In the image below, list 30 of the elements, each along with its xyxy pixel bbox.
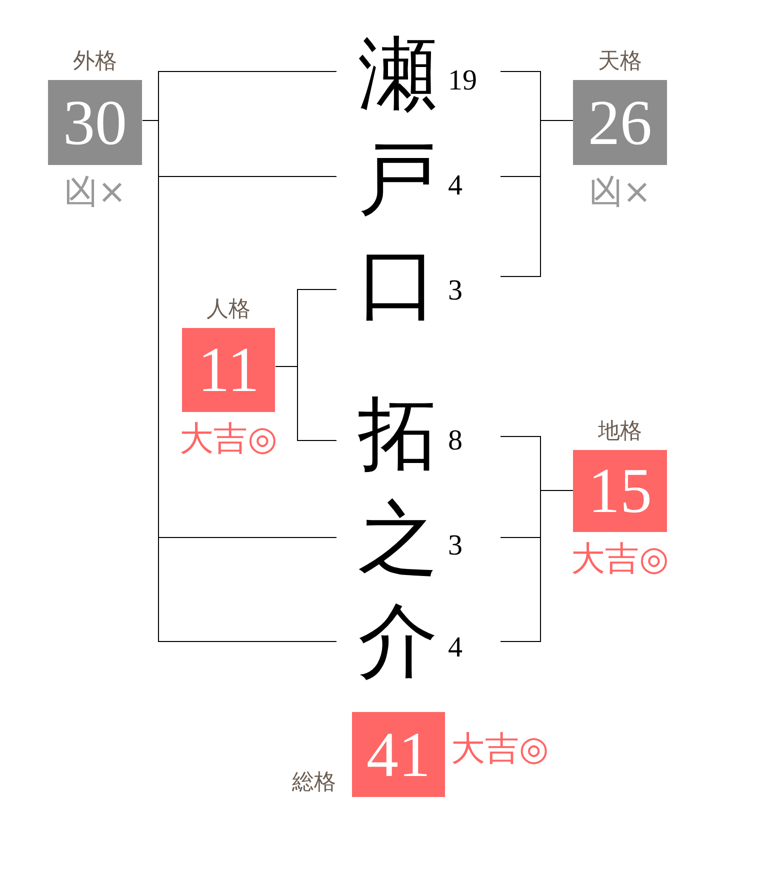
score-number: 26 bbox=[588, 90, 652, 154]
score-number: 11 bbox=[198, 338, 260, 402]
name-character: 戸 bbox=[358, 140, 438, 220]
stroke-count: 19 bbox=[448, 66, 477, 96]
name-character: 瀬 bbox=[358, 35, 438, 115]
score-number: 30 bbox=[63, 90, 127, 154]
score-heading: 天格 bbox=[598, 51, 642, 73]
score-number: 15 bbox=[588, 459, 652, 523]
fortune-verdict: 大吉◎ bbox=[451, 732, 549, 766]
name-character: 口 bbox=[358, 245, 438, 325]
name-character: 介 bbox=[358, 602, 438, 682]
stroke-count: 3 bbox=[448, 532, 462, 560]
name-character: 拓 bbox=[358, 395, 438, 475]
stroke-count: 8 bbox=[448, 426, 462, 456]
stroke-count: 3 bbox=[448, 276, 462, 306]
bracket-line bbox=[500, 120, 574, 277]
score-heading: 人格 bbox=[206, 299, 250, 321]
stroke-count: 4 bbox=[448, 172, 462, 200]
bracket-line bbox=[275, 366, 337, 441]
bracket-line bbox=[500, 490, 574, 642]
fortune-verdict: 凶× bbox=[588, 175, 652, 209]
fortune-verdict: 大吉◎ bbox=[180, 422, 278, 456]
score-number: 41 bbox=[366, 722, 430, 786]
fortune-verdict: 凶× bbox=[64, 175, 126, 209]
score-heading: 外格 bbox=[73, 51, 117, 73]
score-heading: 地格 bbox=[598, 421, 642, 443]
name-character: 之 bbox=[358, 500, 438, 580]
score-heading: 総格 bbox=[292, 772, 336, 794]
stroke-count: 4 bbox=[448, 634, 462, 662]
fortune-verdict: 大吉◎ bbox=[571, 542, 669, 576]
